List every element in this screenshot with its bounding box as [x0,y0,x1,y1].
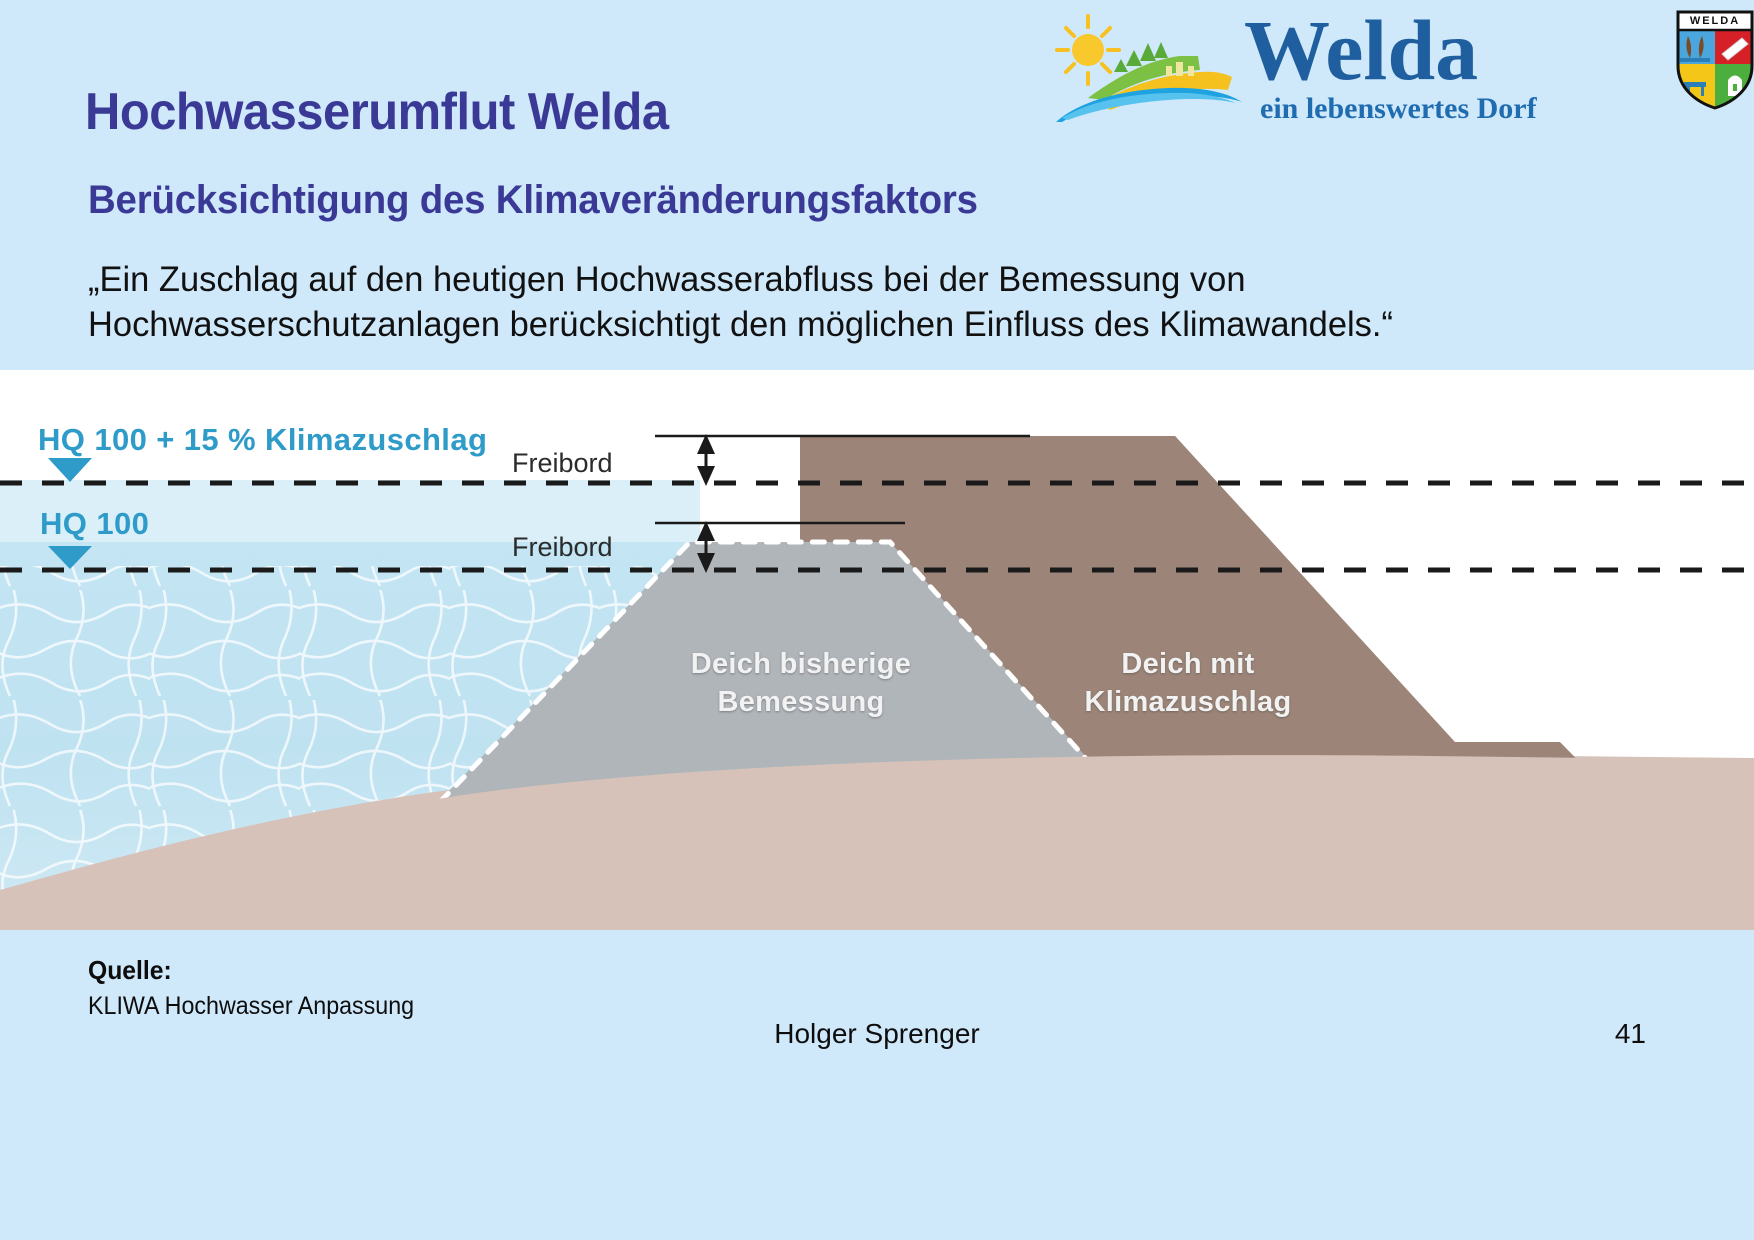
body-quote-line-2: Hochwasserschutzanlagen berücksichtigt d… [88,304,1393,344]
author-name: Holger Sprenger [774,1018,980,1049]
logo-landscape-emblem-icon [1048,10,1248,122]
dike-climate-label: Deich mit Klimazuschlag [1063,645,1313,722]
source-label: Quelle: [88,955,172,985]
dike-existing-label-line-1: Deich bisherige [690,648,912,680]
dike-cross-section-figure: HQ 100 + 15 % Klimazuschlag HQ 100 Freib… [0,370,1754,930]
freeboard-label-upper: Freibord [512,448,613,478]
page-subtitle: Berücksichtigung des Klimaveränderungsfa… [88,178,978,222]
water-level-label-hq100: HQ 100 [40,506,150,541]
dike-existing-label: Deich bisherige Bemessung [676,645,926,722]
page-title: Hochwasserumflut Welda [85,83,669,141]
welda-logo: Welda ein lebenswertes Dorf [1048,2,1754,134]
dike-climate-label-line-1: Deich mit [1121,648,1255,680]
page-number: 41 [1614,1018,1646,1049]
freeboard-label-lower: Freibord [512,532,613,562]
svg-text:WELDA: WELDA [1690,15,1740,27]
water-level-label-hq100-plus-15: HQ 100 + 15 % Klimazuschlag [38,422,488,457]
slide-footer: Quelle: KLIWA Hochwasser Anpassung Holge… [0,930,1754,1240]
body-quote: „Ein Zuschlag auf den heutigen Hochwasse… [88,258,1664,348]
welda-coat-of-arms-icon: WELDA [1674,8,1754,112]
dike-climate-label-line-2: Klimazuschlag [1084,686,1292,719]
logo-welda-text: Welda [1244,2,1479,98]
dike-existing-label-line-2: Bemessung [717,686,885,719]
logo-wordmark: Welda ein lebenswertes Dorf [1244,2,1664,130]
body-quote-line-1: „Ein Zuschlag auf den heutigen Hochwasse… [88,260,1246,299]
logo-tagline-text: ein lebenswertes Dorf [1260,91,1537,125]
source-text: KLIWA Hochwasser Anpassung [88,992,415,1020]
